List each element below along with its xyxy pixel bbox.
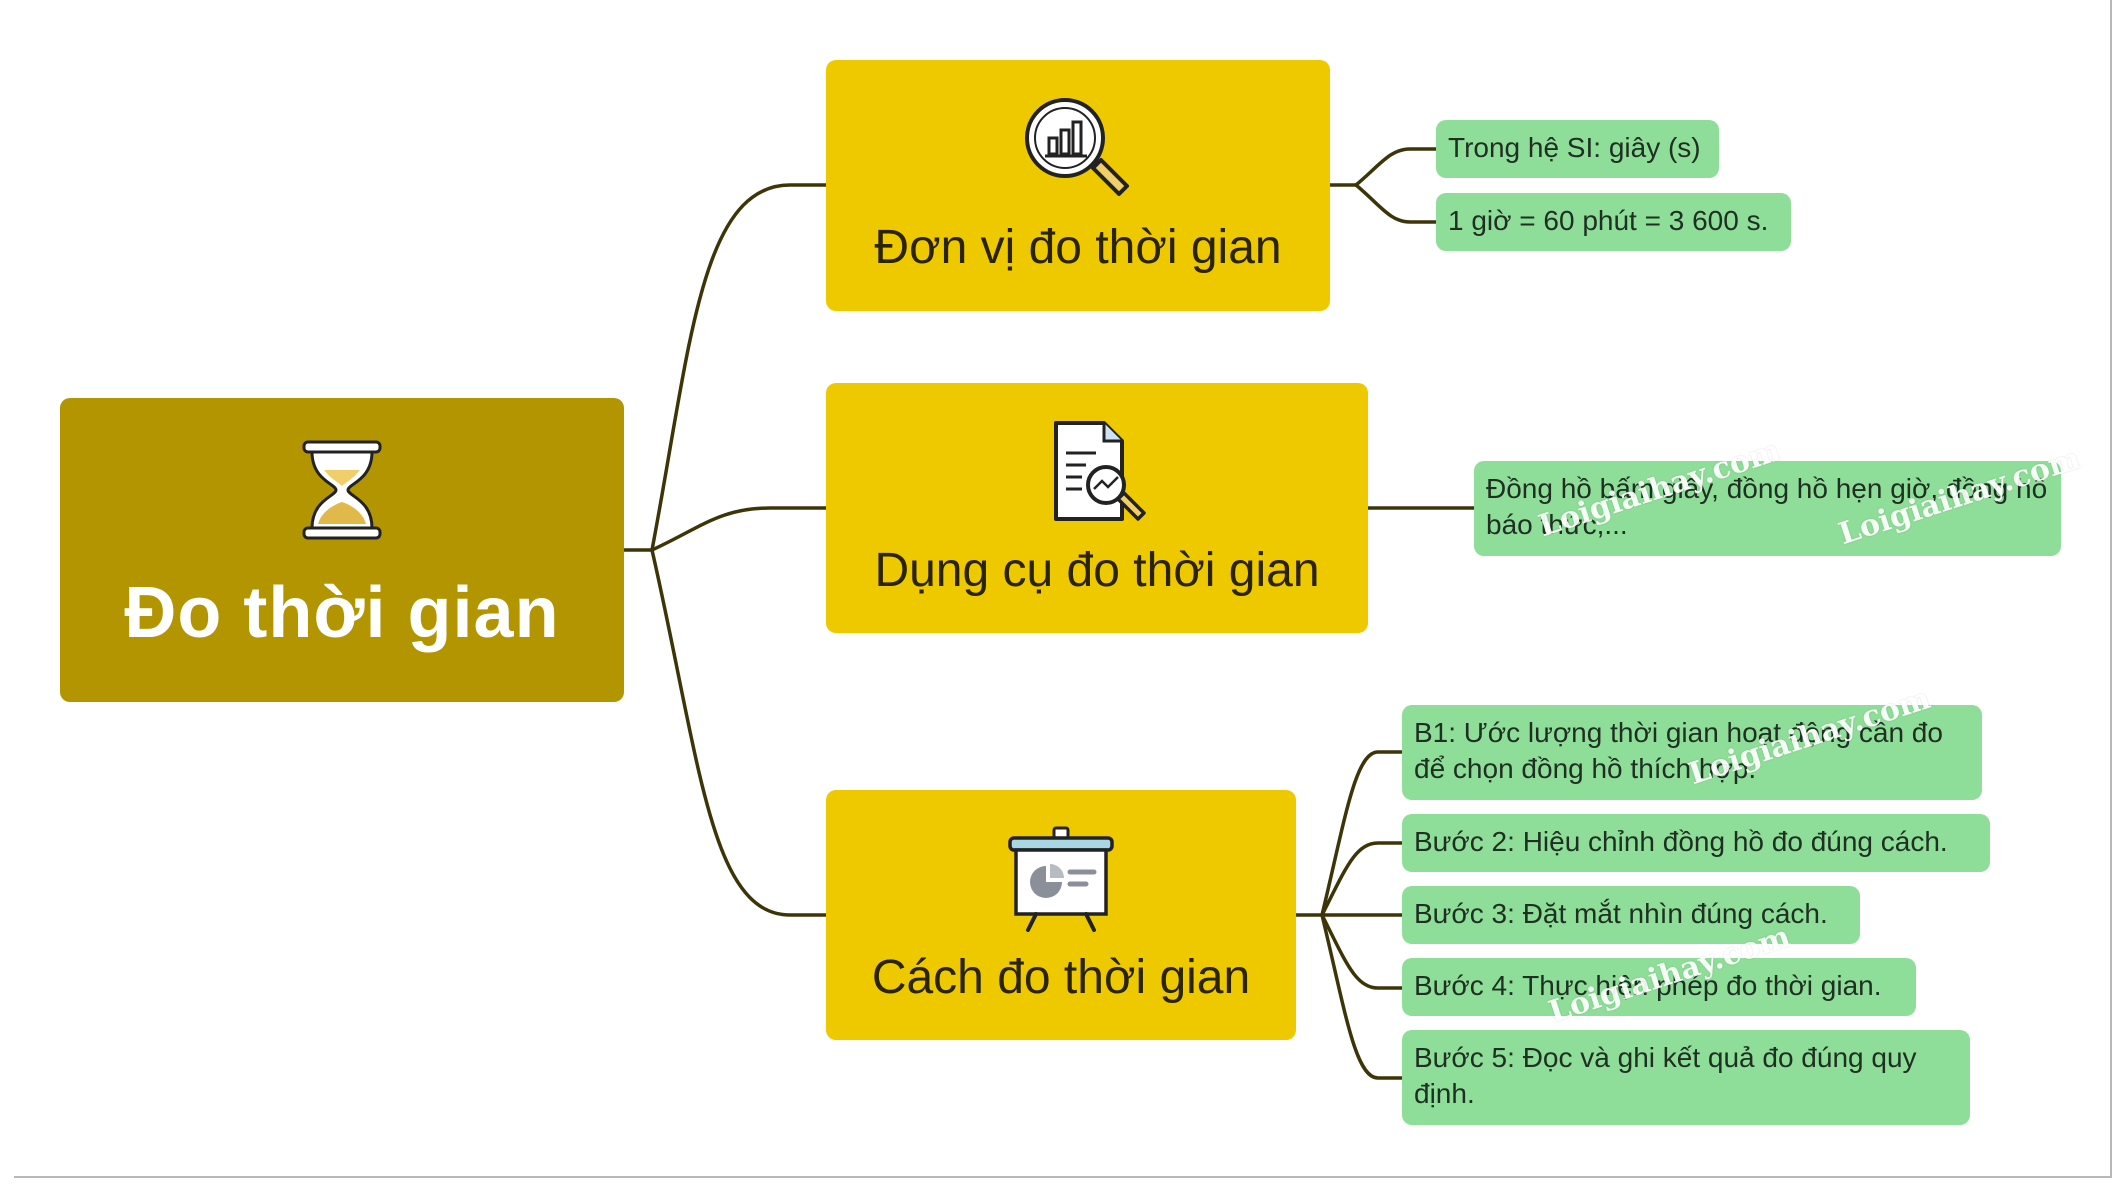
- magnifier-chart-icon: [1025, 98, 1129, 196]
- connector-leaf-3-1: [1320, 750, 1404, 917]
- branch-don-vi-do-thoi-gian[interactable]: Đơn vị đo thời gian: [826, 60, 1330, 311]
- connector-leaf-3-2: [1320, 841, 1404, 917]
- branch-cach-do-thoi-gian[interactable]: Cách đo thời gian: [826, 790, 1296, 1040]
- branch-label: Cách đo thời gian: [871, 951, 1251, 1004]
- leaf-step-4[interactable]: Bước 4: Thực hiện phép đo thời gian.: [1402, 958, 1916, 1016]
- root-node[interactable]: Đo thời gian: [60, 398, 624, 702]
- leaf-step-2[interactable]: Bước 2: Hiệu chỉnh đồng hồ đo đúng cách.: [1402, 814, 1990, 872]
- connector-branch-3: [650, 548, 828, 917]
- connector-leaf-1-2: [1354, 183, 1438, 224]
- connector-leaf-1-1: [1354, 147, 1438, 187]
- leaf-hour-conversion[interactable]: 1 giờ = 60 phút = 3 600 s.: [1436, 193, 1791, 251]
- branch-label: Dụng cụ đo thời gian: [874, 544, 1320, 597]
- connector-leaf-3-5: [1320, 913, 1404, 1080]
- frame-border-bottom: [14, 1176, 2112, 1178]
- connector-leaf-3-4: [1320, 913, 1404, 990]
- leaf-step-1[interactable]: B1: Ước lượng thời gian hoạt động cần đo…: [1402, 705, 1982, 800]
- hourglass-icon: [302, 440, 382, 540]
- leaf-step-5[interactable]: Bước 5: Đọc và ghi kết quả đo đúng quy đ…: [1402, 1030, 1970, 1125]
- document-search-icon: [1054, 421, 1146, 521]
- frame-border-right: [2110, 0, 2112, 1178]
- presentation-board-icon: [1008, 826, 1114, 932]
- branch-label: Đơn vị đo thời gian: [874, 221, 1282, 274]
- connector-branch-1: [650, 183, 828, 552]
- leaf-si-unit[interactable]: Trong hệ SI: giây (s): [1436, 120, 1719, 178]
- connector-branch-2: [650, 506, 828, 552]
- root-title: Đo thời gian: [124, 573, 560, 653]
- leaf-step-3[interactable]: Bước 3: Đặt mắt nhìn đúng cách.: [1402, 886, 1860, 944]
- leaf-instruments[interactable]: Đồng hồ bấm giây, đồng hồ hẹn giờ, đồng …: [1474, 461, 2061, 556]
- branch-dung-cu-do-thoi-gian[interactable]: Dụng cụ đo thời gian: [826, 383, 1368, 633]
